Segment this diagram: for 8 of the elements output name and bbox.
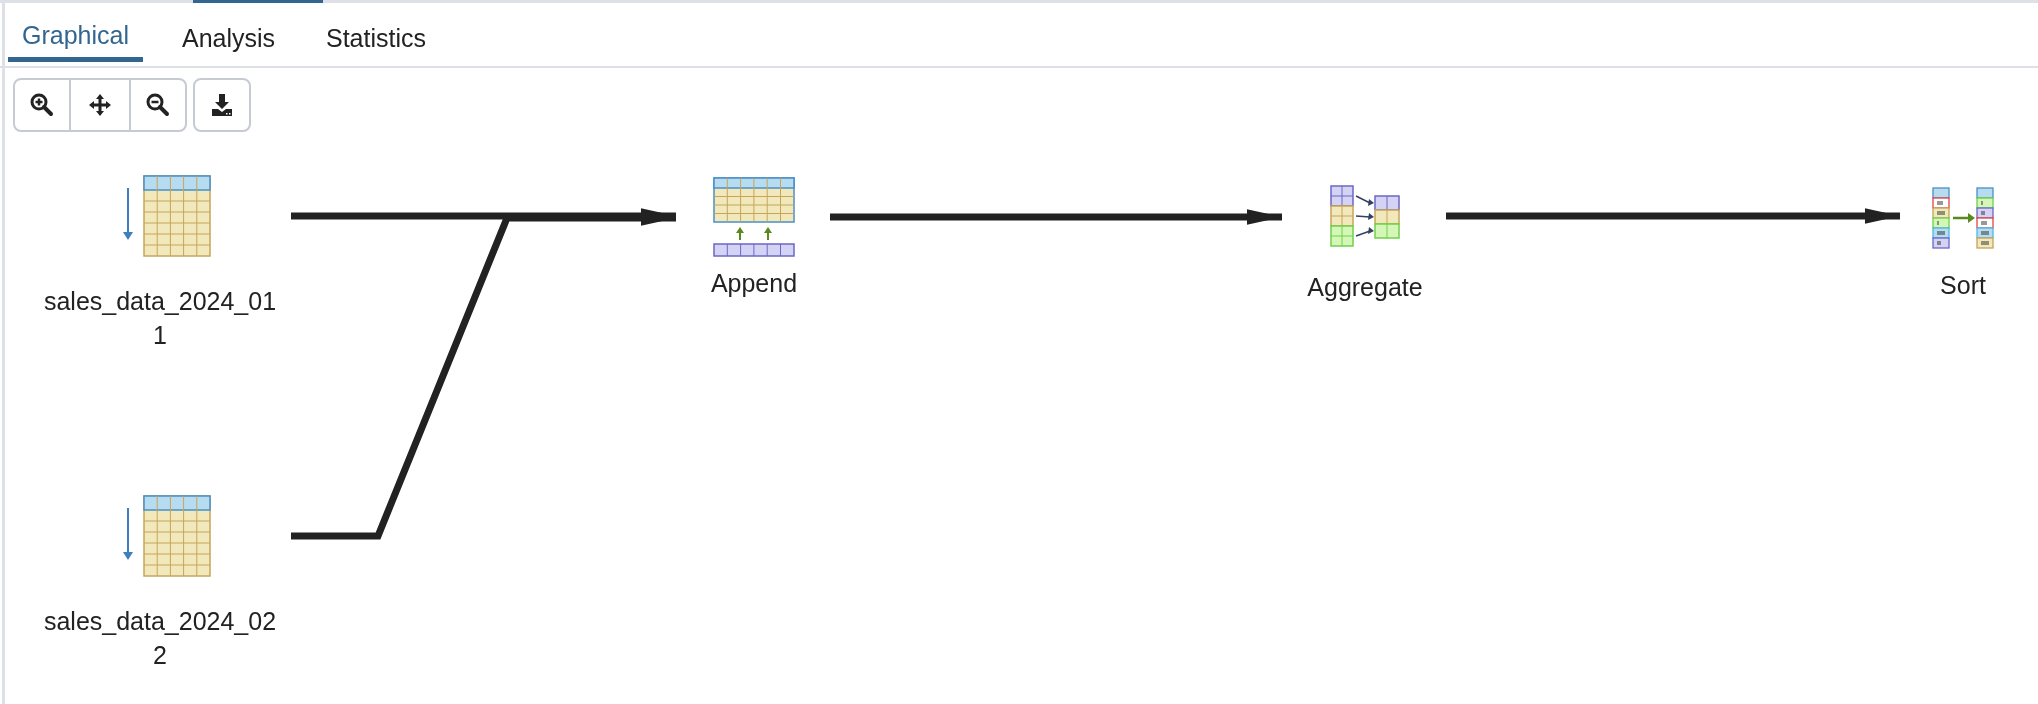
node-label: sales_data_2024_011 [42, 286, 278, 351]
tab: Graphical [8, 14, 143, 62]
node-label: Append [710, 268, 798, 299]
node-label: sales_data_2024_022 [42, 606, 278, 671]
tab: Analysis [168, 14, 290, 62]
node-label: Aggregate [1307, 272, 1423, 303]
tab: Statistics [312, 14, 441, 62]
node-label: Sort [1940, 270, 1986, 301]
